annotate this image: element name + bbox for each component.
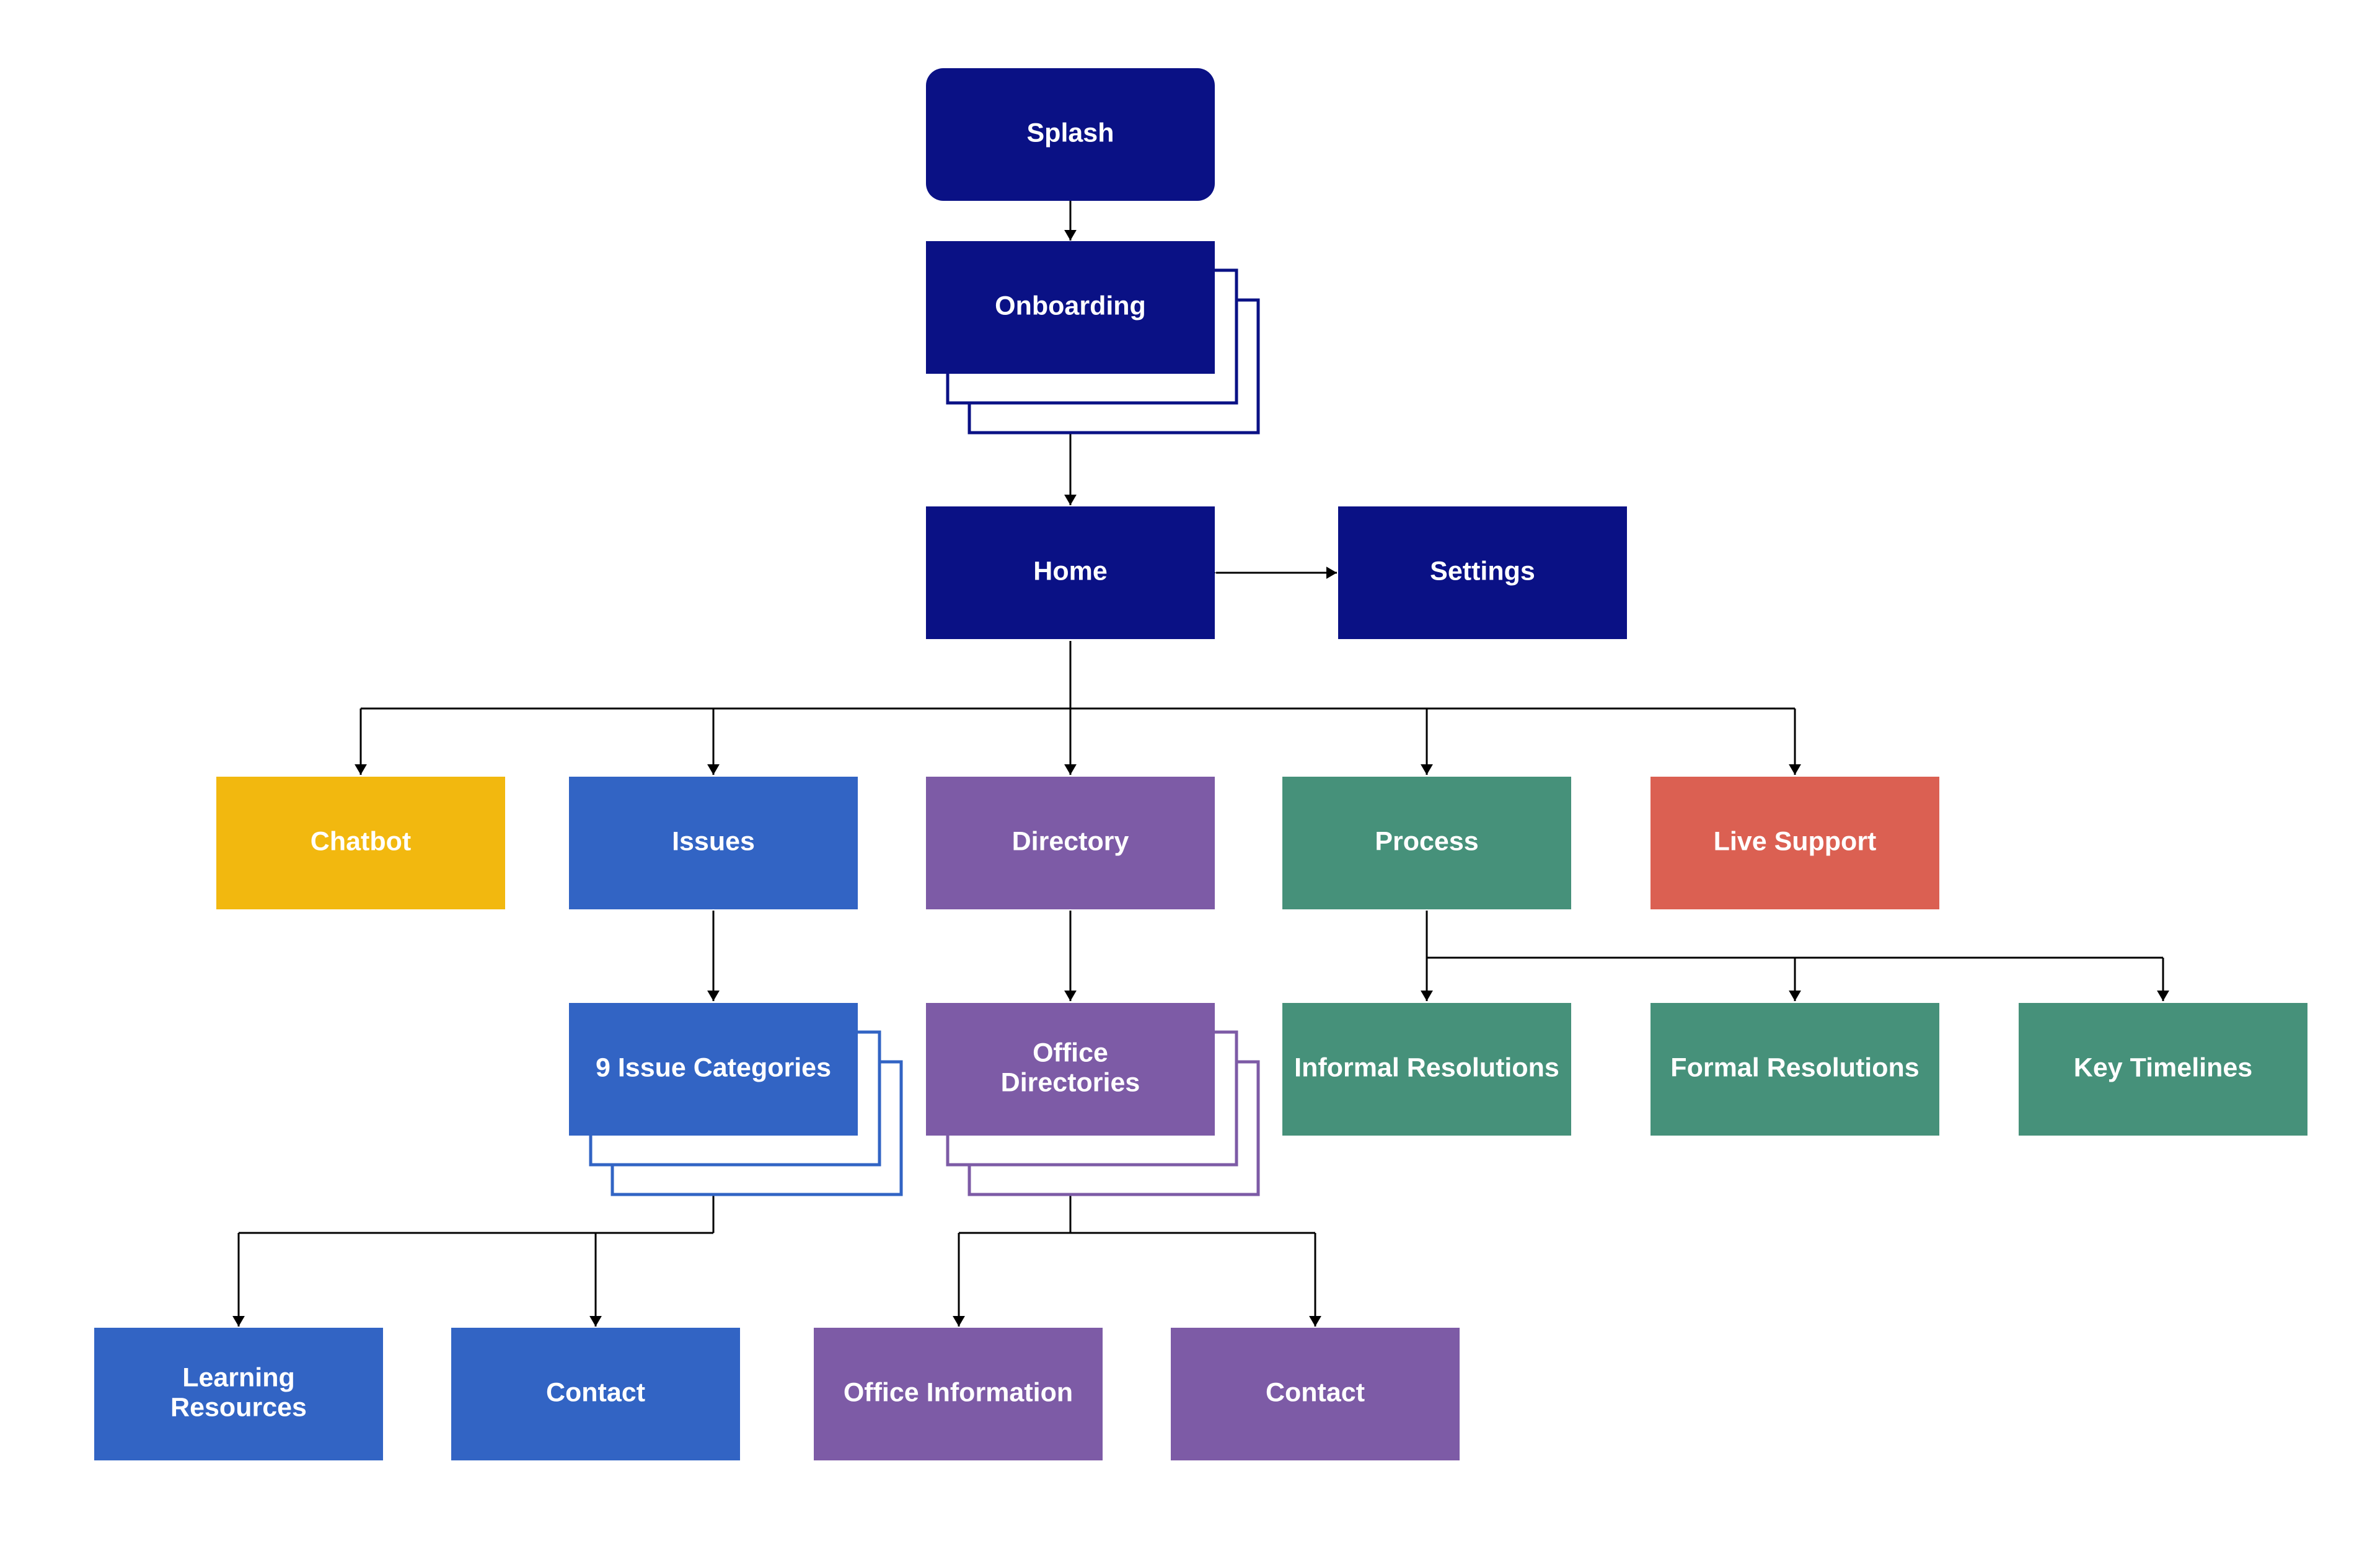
node-key-timelines-box [2019, 1003, 2307, 1136]
node-splash-box [926, 68, 1215, 201]
node-informal-resolutions-box [1282, 1003, 1571, 1136]
node-contact-directory-box [1171, 1328, 1460, 1460]
node-directory-box [926, 777, 1215, 909]
node-issue-categories-box [569, 1003, 858, 1136]
node-office-directories-label: Office [1033, 1038, 1108, 1067]
edge-home-children [355, 641, 1801, 775]
node-chatbot: Chatbot [216, 777, 505, 909]
node-chatbot-box [216, 777, 505, 909]
node-office-information-label: Office Information [844, 1377, 1073, 1407]
node-key-timelines-label: Key Timelines [2074, 1053, 2252, 1082]
node-formal-resolutions-label: Formal Resolutions [1670, 1053, 1919, 1082]
node-issue-categories: 9 Issue Categories [569, 1003, 903, 1196]
node-formal-resolutions: Formal Resolutions [1651, 1003, 1939, 1136]
node-formal-resolutions-box [1651, 1003, 1939, 1136]
node-learning-resources-box [94, 1328, 383, 1460]
node-directory: Directory [926, 777, 1215, 909]
node-process-label: Process [1375, 826, 1478, 856]
node-settings-label: Settings [1430, 556, 1535, 586]
node-issues: Issues [569, 777, 858, 909]
node-onboarding-box [926, 241, 1215, 374]
node-contact-issues-label: Contact [546, 1377, 645, 1407]
node-process: Process [1282, 777, 1571, 909]
node-office-directories-label: Directories [1001, 1067, 1140, 1097]
node-live-support-box [1651, 777, 1939, 909]
node-learning-resources-label: Resources [170, 1392, 307, 1422]
node-process-box [1282, 777, 1571, 909]
connectors [232, 200, 2169, 1327]
node-issues-box [569, 777, 858, 909]
edge-process-children [1421, 911, 2169, 1001]
node-informal-resolutions: Informal Resolutions [1282, 1003, 1571, 1136]
node-splash-label: Splash [1027, 118, 1114, 148]
node-learning-resources-label: Learning [182, 1362, 295, 1392]
node-settings: Settings [1338, 506, 1627, 639]
node-chatbot-label: Chatbot [311, 826, 411, 856]
node-issue-categories-label: 9 Issue Categories [596, 1053, 831, 1082]
node-office-directories-box [926, 1003, 1215, 1136]
node-contact-directory-label: Contact [1266, 1377, 1365, 1407]
node-issues-label: Issues [672, 826, 755, 856]
node-contact-issues-box [451, 1328, 740, 1460]
node-onboarding-label: Onboarding [995, 291, 1146, 320]
node-home-box [926, 506, 1215, 639]
node-home: Home [926, 506, 1215, 639]
node-contact-directory: Contact [1171, 1328, 1460, 1460]
node-office-information: Office Information [814, 1328, 1103, 1460]
node-live-support-label: Live Support [1714, 826, 1877, 856]
node-office-information-box [814, 1328, 1103, 1460]
node-key-timelines: Key Timelines [2019, 1003, 2307, 1136]
node-informal-resolutions-label: Informal Resolutions [1294, 1053, 1559, 1082]
node-live-support: Live Support [1651, 777, 1939, 909]
node-splash: Splash [926, 68, 1215, 201]
node-home-label: Home [1033, 556, 1107, 586]
node-contact-issues: Contact [451, 1328, 740, 1460]
node-settings-box [1338, 506, 1627, 639]
node-onboarding: Onboarding [926, 241, 1260, 435]
node-directory-label: Directory [1012, 826, 1129, 856]
